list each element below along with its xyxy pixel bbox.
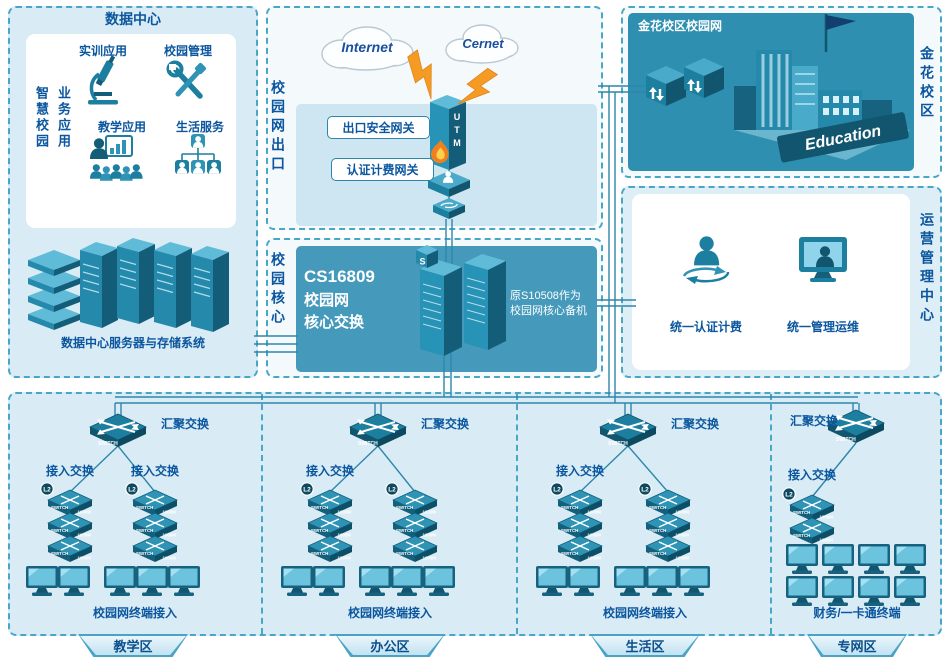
zones-box (8, 392, 942, 636)
data-center-apps-panel (26, 34, 236, 228)
exit-panel (296, 104, 597, 226)
core-panel (296, 246, 597, 372)
zone-divider (770, 394, 772, 634)
zone-divider (261, 394, 263, 634)
ops-panel (632, 194, 910, 370)
zone-divider (516, 394, 518, 634)
jinhua-panel (628, 13, 914, 171)
